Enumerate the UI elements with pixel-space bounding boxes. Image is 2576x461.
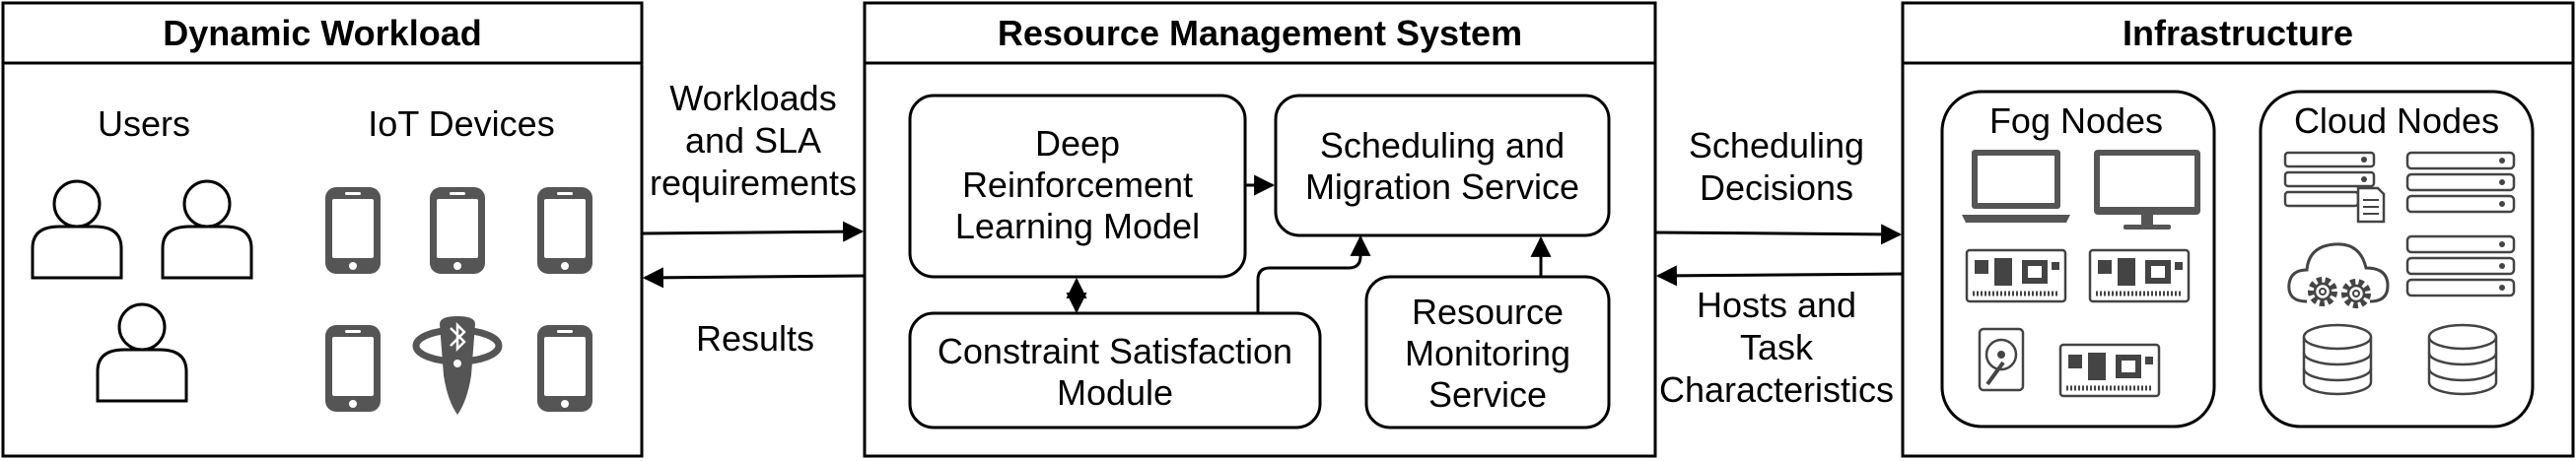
svg-text:Hosts and: Hosts and — [1697, 285, 1856, 325]
rms-panel: Resource Management System Deep Reinforc… — [863, 1, 1657, 458]
constraint-to-scheduling-arrow — [1256, 234, 1371, 313]
scheduling-service-box: Scheduling and Migration Service — [1274, 94, 1611, 237]
fog-nodes-box: Fog Nodes — [1940, 90, 2216, 428]
server-rack-icon — [2405, 234, 2516, 297]
circuit-board-icon — [2060, 345, 2159, 396]
scheduling-decisions-label: Scheduling Decisions — [1689, 125, 1864, 208]
infrastructure-panel: Infrastructure Fog Nodes Cloud Nodes — [1901, 1, 2575, 458]
hosts-characteristics-label: Hosts and Task Characteristics — [1659, 285, 1894, 410]
server-rack-icon — [2283, 151, 2386, 224]
smartphone-icon — [325, 325, 381, 412]
database-icon — [2427, 323, 2498, 396]
drl-model-box: Deep Reinforcement Learning Model — [908, 94, 1247, 279]
drl-model-label-line: Reinforcement — [962, 165, 1193, 205]
monitoring-service-box: Resource Monitoring Service — [1364, 275, 1611, 429]
drl-model-label-line: Learning Model — [955, 206, 1200, 246]
circuit-board-icon — [2090, 250, 2189, 301]
drl-model-label-line: Deep — [1035, 123, 1120, 164]
svg-text:requirements: requirements — [650, 163, 857, 203]
cloud-nodes-box: Cloud Nodes — [2259, 90, 2535, 428]
fog-nodes-label: Fog Nodes — [1989, 100, 2163, 141]
smartphone-icon — [430, 187, 485, 274]
constraint-module-label-line: Module — [1057, 372, 1173, 413]
monitoring-service-label-line: Service — [1428, 374, 1547, 415]
scheduling-decisions-arrow — [1654, 224, 1903, 245]
cloud-gear-icon — [2287, 242, 2390, 305]
workload-title: Dynamic Workload — [163, 13, 481, 53]
smartphone-icon — [537, 325, 592, 412]
scheduling-service-label-line: Migration Service — [1305, 166, 1579, 207]
database-icon — [2302, 323, 2373, 396]
constraint-module-box: Constraint Satisfaction Module — [908, 311, 1322, 429]
rms-title: Resource Management System — [998, 13, 1522, 53]
monitoring-service-label-line: Resource — [1412, 292, 1564, 332]
svg-text:Decisions: Decisions — [1700, 167, 1853, 208]
constraint-module-label-line: Constraint Satisfaction — [938, 331, 1292, 371]
server-rack-icon — [2405, 151, 2516, 214]
circuit-board-icon — [1967, 250, 2065, 301]
svg-text:and SLA: and SLA — [685, 120, 821, 161]
workloads-arrow — [641, 221, 865, 242]
svg-text:Task: Task — [1740, 327, 1814, 367]
hosts-characteristics-arrow — [1655, 265, 1904, 287]
smartphone-icon — [325, 187, 381, 274]
svg-text:Characteristics: Characteristics — [1659, 369, 1894, 410]
svg-text:Scheduling: Scheduling — [1689, 125, 1864, 165]
hard-disk-icon — [1978, 327, 2025, 392]
svg-text:Workloads: Workloads — [669, 78, 836, 118]
smartphone-icon — [537, 187, 592, 274]
bluetooth-device-icon — [412, 316, 503, 415]
scheduling-service-label-line: Scheduling and — [1320, 125, 1565, 165]
infrastructure-title: Infrastructure — [2123, 13, 2353, 53]
results-label: Results — [696, 318, 814, 359]
iot-devices-label: IoT Devices — [368, 103, 554, 144]
workload-panel: Dynamic Workload Users IoT Devices — [1, 1, 644, 458]
users-label: Users — [98, 103, 190, 144]
results-arrow — [642, 267, 866, 289]
workloads-flow-label: Workloads and SLA requirements — [650, 78, 857, 203]
monitoring-service-label-line: Monitoring — [1405, 333, 1570, 373]
cloud-nodes-label: Cloud Nodes — [2294, 100, 2499, 141]
